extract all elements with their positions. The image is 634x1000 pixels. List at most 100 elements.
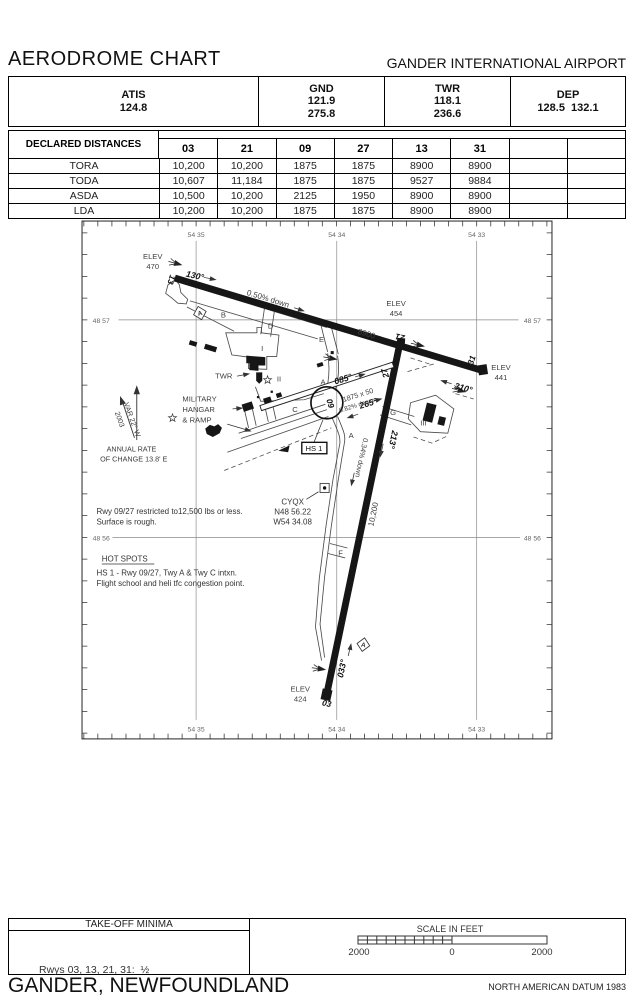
declared-row-label: TODA [9,173,159,188]
declared-cell-empty [566,173,625,188]
runway-number-21: 21 [394,331,406,343]
declared-cell: 10,607 [159,173,218,188]
lon-label: 54 34 [328,232,345,239]
declared-cell-empty [508,203,567,218]
freq-atis-label: ATIS [121,89,146,101]
hotspot-note-2: Flight school and heli tfc congestion po… [96,579,244,588]
declared-cell-empty [508,158,567,173]
tower-label: TWR [215,371,233,380]
declared-cell: 10,500 [159,188,218,203]
annual-rate-1: ANNUAL RATE [107,444,157,453]
taxiway-label-g: G [390,408,396,417]
note-restriction-1: Rwy 09/27 restricted to12,500 lbs or les… [96,507,242,516]
hotspot-note-1: HS 1 - Rwy 09/27, Twy A & Twy C intxn. [96,568,237,577]
heading-033: 033° [335,658,349,678]
apron-label-iii: III [420,419,426,428]
apron-label-i: I [261,344,263,353]
takeoff-minima-panel: TAKE-OFF MINIMA Rwys 03, 13, 21, 31: ½ R… [9,919,250,976]
declared-cell: 9527 [392,173,451,188]
scale-subdivisions [358,936,453,944]
declared-cell: 8900 [392,188,451,203]
lon-label: 54 33 [468,232,485,239]
annual-rate-2: OF CHANGE 13.8' E [100,454,167,463]
taxiway-label-a: A [349,431,355,440]
freq-twr: TWR 118.1 236.6 [384,77,510,126]
declared-cell: 8900 [450,203,509,218]
scale-right: 2000 [531,947,552,958]
declared-row-label: LDA [9,203,159,218]
heading-310: 310° [453,381,474,395]
taxiway-label-d: D [268,321,274,330]
runway-number-03: 03 [321,697,333,709]
freq-gnd-value1: 121.9 [307,95,336,108]
graticule-labels: 54 35 54 34 54 33 54 35 54 34 54 33 48 5… [93,232,541,733]
scale-left: 2000 [348,947,369,958]
graticule-ticks [82,221,552,739]
declared-row-label: TORA [9,158,159,173]
declared-col-21: 21 [217,138,276,158]
declared-cell: 10,200 [217,203,276,218]
runway-number-31: 31 [465,354,477,366]
elev-label: ELEV [143,252,163,261]
declared-cell: 10,200 [159,158,218,173]
note-restriction-2: Surface is rough. [96,517,156,526]
declared-cell: 11,184 [217,173,276,188]
runway-number-13: 13 [165,274,177,286]
declared-col-27: 27 [333,138,392,158]
frequency-table: ATIS 124.8 GND 121.9 275.8 TWR 118.1 236… [8,76,626,127]
declared-cell-empty [508,173,567,188]
taxiway-label-f: F [338,549,343,558]
freq-gnd-value2: 275.8 [307,107,336,120]
declared-title: DECLARED DISTANCES [9,131,159,158]
lat-label: 48 56 [524,535,541,542]
freq-twr-label: TWR [434,82,461,95]
runway-number-09: 09 [324,397,336,409]
freq-gnd-label: GND [309,82,334,95]
lon-label: 54 35 [188,726,205,733]
lat-label: 48 56 [93,535,110,542]
declared-col-09: 09 [275,138,334,158]
control-tower-building [256,372,263,384]
reference-id: CYQX [281,498,304,507]
declared-cell: 1875 [333,203,392,218]
freq-dep-label: DEP [556,89,580,101]
declared-cell-empty [508,188,567,203]
declared-cell: 2125 [275,188,334,203]
declared-cell-empty [566,203,625,218]
datum-note: NORTH AMERICAN DATUM 1983 [488,982,626,992]
scale-bar: SCALE IN FEET 2000 0 2000 [348,924,552,958]
aerodrome-chart-map: A 54 35 54 34 54 33 54 35 54 34 54 33 48… [81,220,553,740]
declared-cell: 9884 [450,173,509,188]
heading-213: 213° [386,429,400,450]
military-hangar-building [241,401,255,412]
lon-label: 54 34 [328,726,345,733]
elev-value: 424 [294,695,307,704]
declared-cell: 1875 [333,173,392,188]
lat-label: 48 57 [93,318,110,325]
reference-point-icon [319,482,330,493]
declared-row-label: ASDA [9,188,159,203]
lon-label: 54 33 [468,726,485,733]
runway-03-21 [322,338,404,698]
hs1-box-label: HS 1 [306,444,323,453]
declared-cell: 1875 [275,173,334,188]
city-title: GANDER, NEWFOUNDLAND [8,974,290,997]
elev-label: ELEV [386,299,406,308]
declared-cell: 1875 [333,158,392,173]
hotspots-title: HOT SPOTS [102,555,148,564]
takeoff-minima-box: TAKE-OFF MINIMA Rwys 03, 13, 21, 31: ½ R… [8,918,626,976]
declared-cell-empty [566,188,625,203]
declared-cell: 1875 [275,203,334,218]
declared-col-13: 13 [392,138,451,158]
declared-col-03: 03 [159,138,218,158]
airport-name: GANDER INTERNATIONAL AIRPORT [386,55,626,71]
declared-cell: 1875 [275,158,334,173]
taxiway-label-c: C [292,405,298,414]
military-label-1: MILITARY [182,394,216,403]
runways [173,274,489,702]
declared-cell-empty [566,158,625,173]
lon-label: 54 35 [188,232,205,239]
elev-label: ELEV [291,685,311,694]
runway-number-27: 27 [379,367,392,380]
